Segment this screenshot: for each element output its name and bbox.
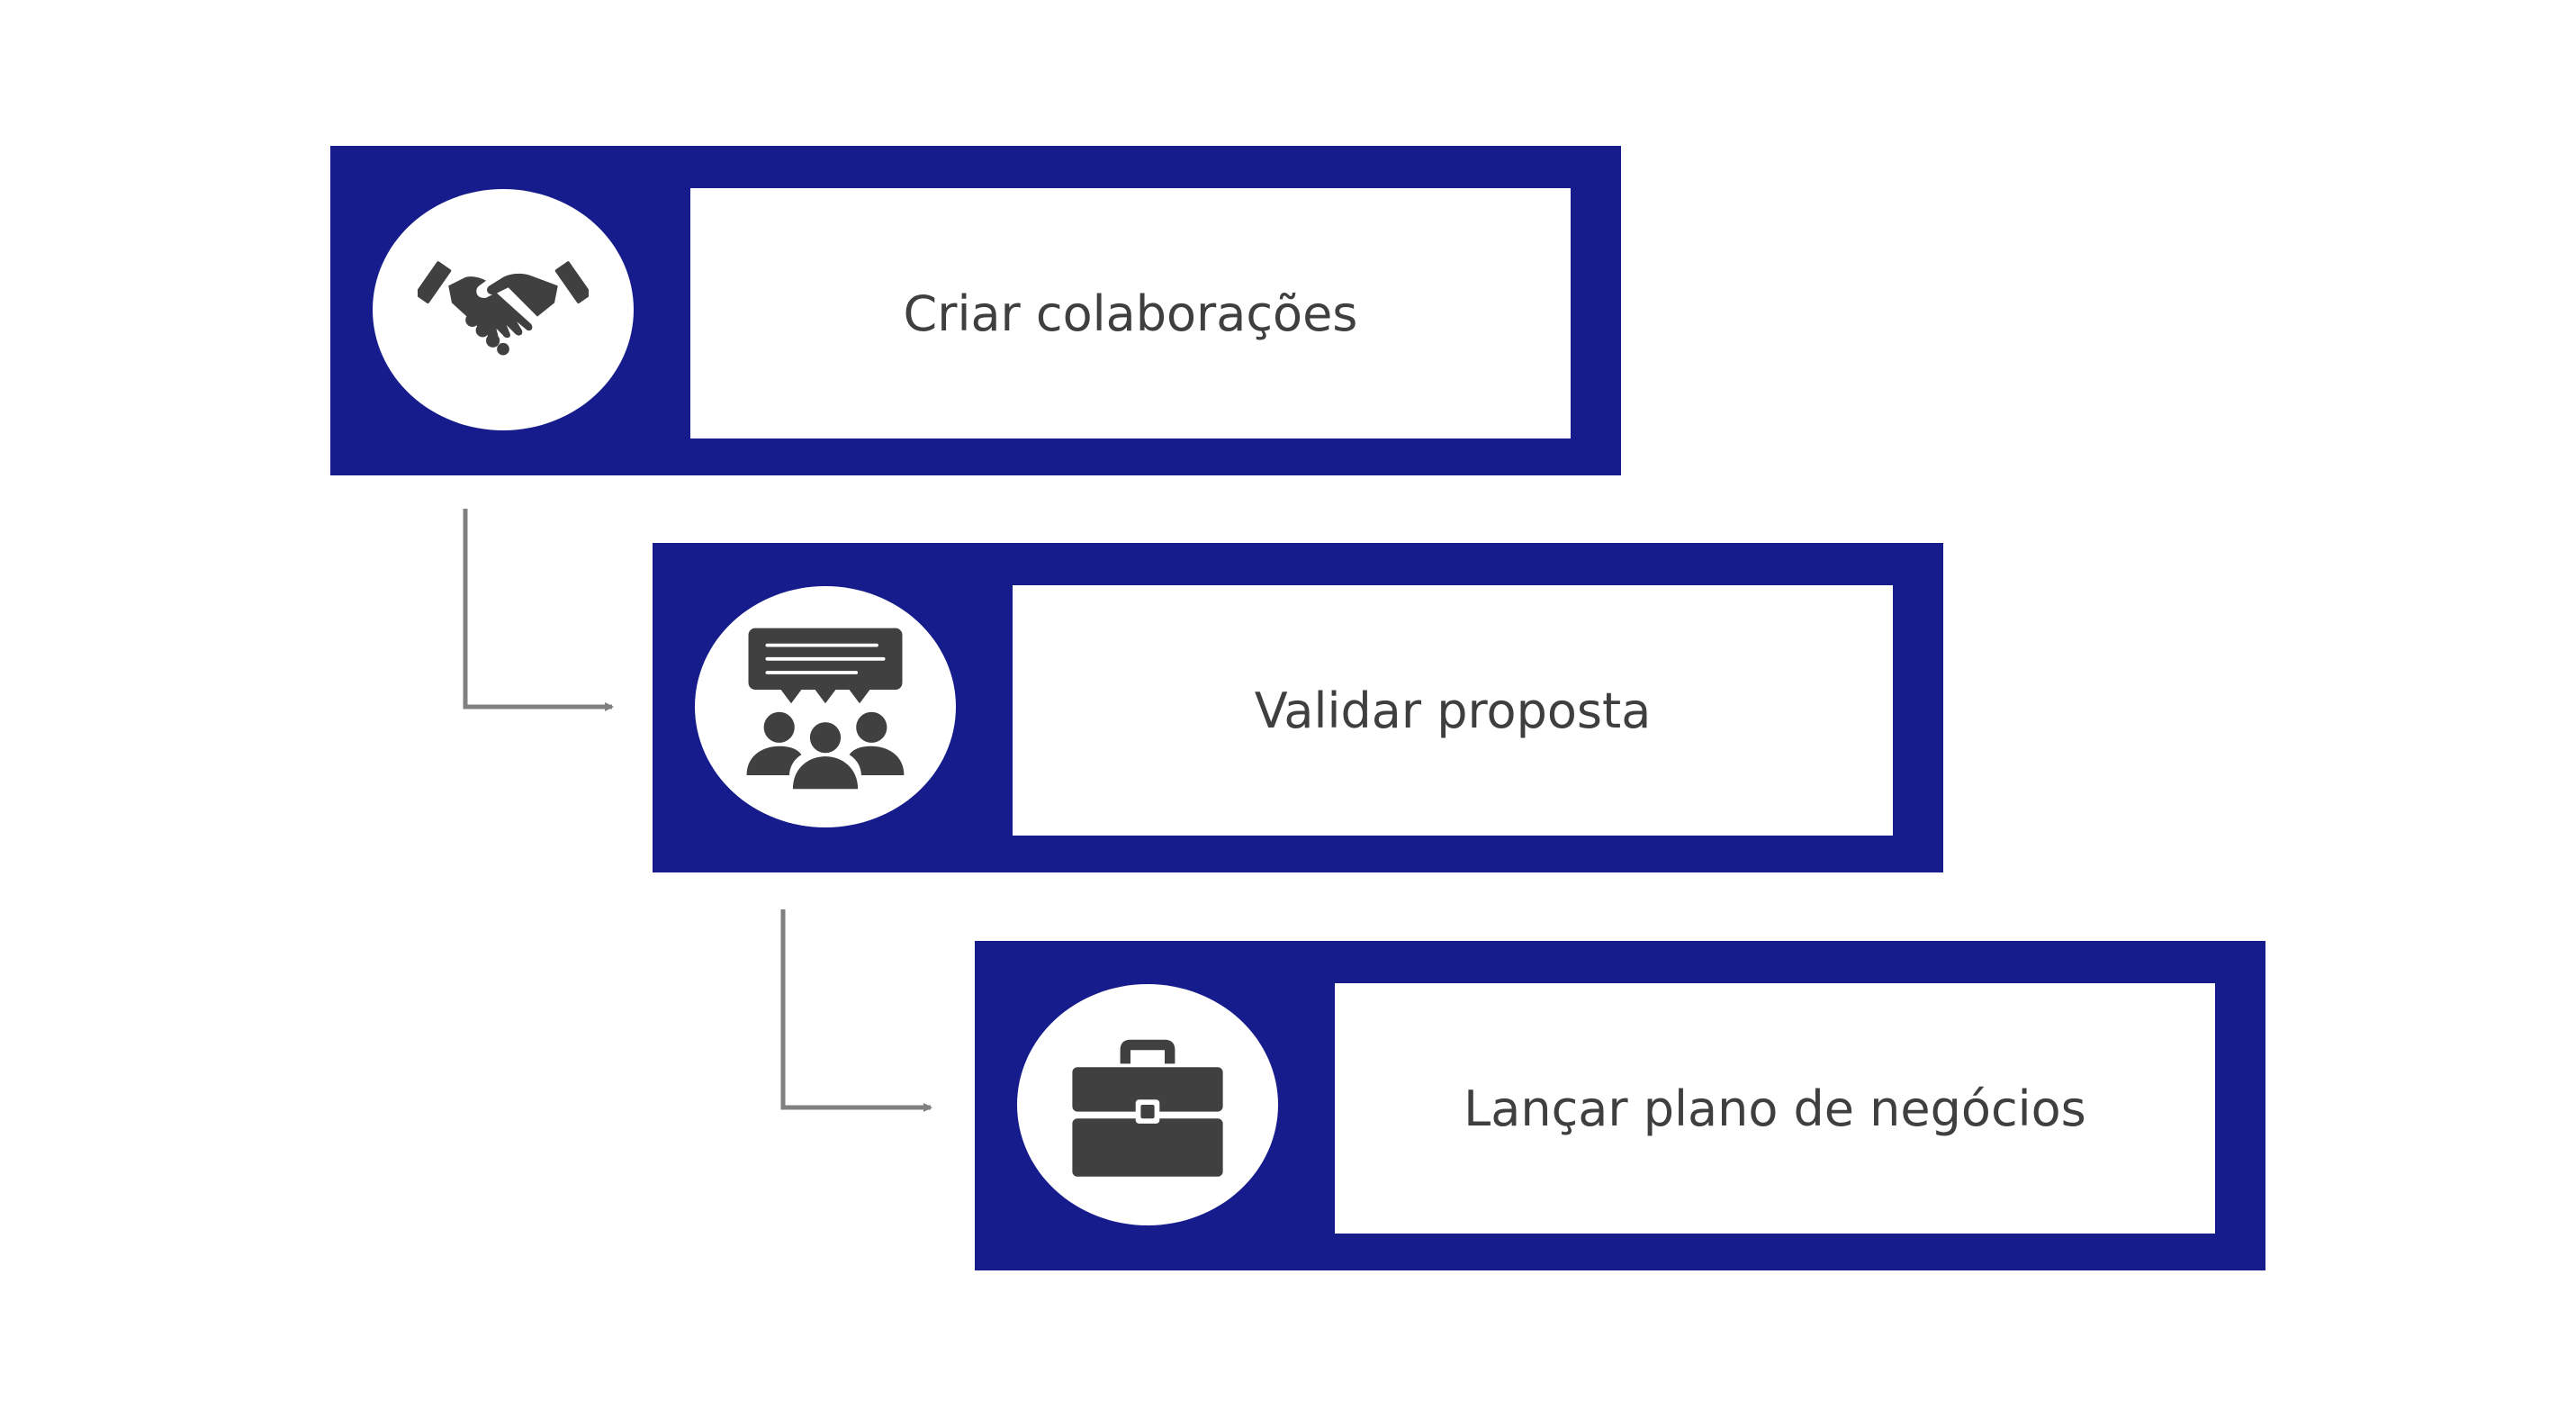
step-label: Criar colaborações: [903, 285, 1358, 342]
step-criar-colaboracoes: Criar colaborações: [330, 146, 1621, 475]
step-validar-proposta: Validar proposta: [653, 543, 1943, 872]
step-label-box: Lançar plano de negócios: [1335, 983, 2215, 1234]
icon-circle: [1017, 984, 1278, 1225]
connector-arrow-2-to-3: [780, 909, 932, 1112]
handshake-icon: [418, 261, 589, 356]
briefcase-icon: [1072, 1039, 1223, 1177]
step-lancar-plano: Lançar plano de negócios: [975, 941, 2265, 1270]
connector-arrow-1-to-2: [463, 509, 614, 711]
step-label-box: Validar proposta: [1013, 585, 1893, 836]
step-label: Validar proposta: [1254, 682, 1652, 739]
step-label: Lançar plano de negócios: [1464, 1080, 2086, 1137]
icon-circle: [695, 586, 956, 827]
icon-circle: [373, 189, 634, 430]
team-discussion-icon: [746, 628, 905, 790]
step-label-box: Criar colaborações: [690, 188, 1571, 438]
